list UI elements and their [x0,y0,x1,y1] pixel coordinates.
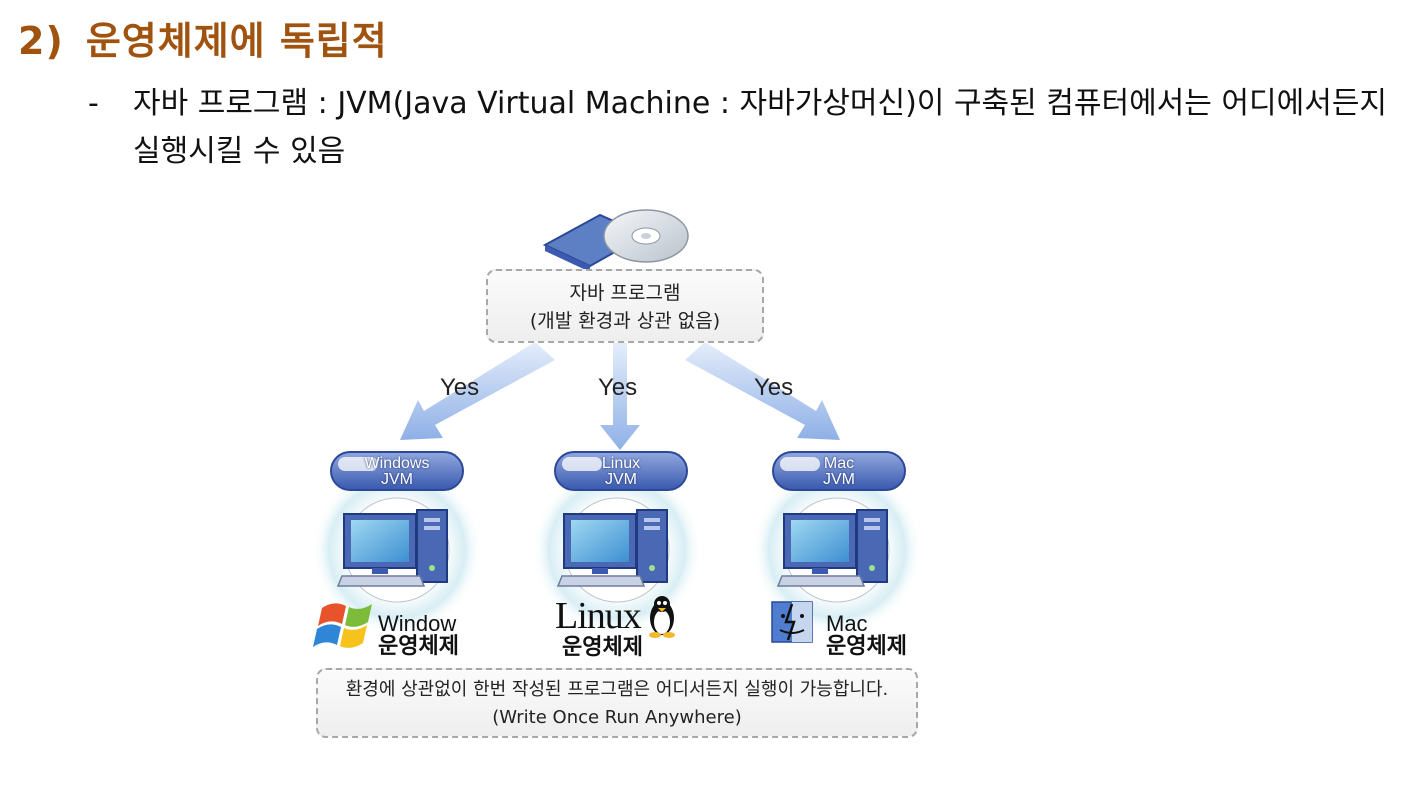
java-program-label: 자바 프로그램 [569,282,681,304]
diagram-graphics [312,209,922,648]
jvm-pill-linux-os: Linux [601,455,641,472]
jvm-pill-windows-os: Windows [364,455,430,472]
jvm-pill-mac-os: Mac [823,455,855,472]
wora-box: 환경에 상관없이 한번 작성된 프로그램은 어디서든지 실행이 가능합니다. (… [316,668,918,738]
jvm-pill-windows-jvm: JVM [381,471,413,488]
arrow-center [600,343,640,450]
os-label-windows: Window 운영체제 [378,613,459,657]
linux-penguin-icon [649,596,675,638]
computer-icon-linux [556,509,668,587]
os-name-windows: Window [378,611,457,636]
computer-icon-mac [776,509,888,587]
os-label-linux: 운영체제 [562,636,643,658]
cd-icon [542,209,689,272]
java-program-box: 자바 프로그램 (개발 환경과 상관 없음) [486,269,764,343]
arrow-label-center: Yes [598,374,638,401]
arrow-label-right: Yes [754,374,794,401]
java-program-note: (개발 환경과 상관 없음) [529,310,721,332]
os-sub-mac: 운영체제 [826,633,907,658]
arrow-right [685,342,840,440]
os-sub-linux: 운영체제 [562,634,643,659]
section-number: 2) [18,19,64,63]
arrow-left [400,342,555,440]
section-title: 운영체제에 독립적 [85,19,388,63]
os-name-linux: Linux [555,595,642,637]
jvm-pill-mac-jvm: JVM [823,471,855,488]
jvm-pill-linux: Linux JVM [554,451,688,491]
bullet-text: 자바 프로그램 : JVM(Java Virtual Machine : 자바가… [133,86,1388,169]
os-label-mac: Mac 운영체제 [826,613,907,657]
section-heading: 2) 운영체제에 독립적 [18,10,388,65]
os-name-mac: Mac [826,611,868,636]
wora-description: 환경에 상관없이 한번 작성된 프로그램은 어디서든지 실행이 가능합니다. [345,679,889,700]
jvm-pill-mac: Mac JVM [772,451,906,491]
computer-icon-windows [336,509,448,587]
wora-slogan: (Write Once Run Anywhere) [492,707,742,728]
windows-logo-icon [313,603,372,648]
jvm-diagram: 자바 프로그램 (개발 환경과 상관 없음) Yes Yes Yes Windo… [300,200,940,745]
bullet-dash: - [88,86,99,121]
jvm-pill-windows: Windows JVM [330,451,464,491]
jvm-pill-linux-jvm: JVM [605,471,637,488]
mac-finder-icon [771,601,813,643]
os-sub-windows: 운영체제 [378,633,459,658]
arrow-label-left: Yes [440,374,480,401]
